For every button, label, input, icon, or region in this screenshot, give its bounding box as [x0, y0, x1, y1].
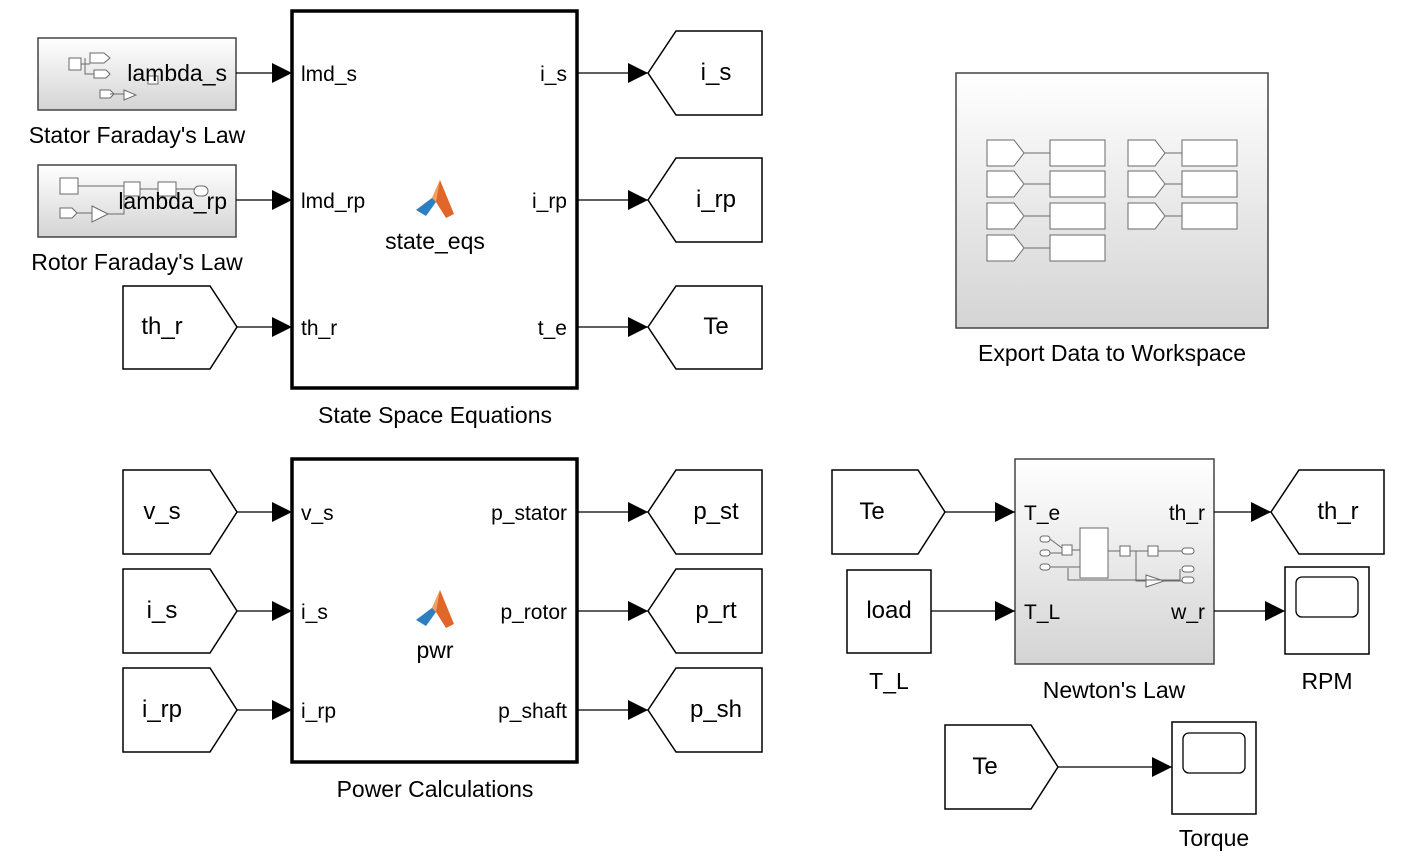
svg-text:load: load	[866, 597, 911, 624]
scope-icon	[1182, 732, 1246, 774]
svg-text:i_rp: i_rp	[696, 186, 736, 213]
export-preview-icon	[986, 139, 1238, 262]
state-space-equations-block[interactable]: lmd_s lmd_rp th_r i_s i_rp t_e state_eqs	[290, 9, 579, 390]
port-out-1: th_r	[1169, 502, 1205, 525]
svg-text:i_s: i_s	[701, 59, 732, 86]
stator-faraday-port-label: lambda_s	[127, 60, 227, 86]
port-out-2: i_rp	[532, 190, 567, 213]
torque-scope[interactable]	[1171, 721, 1257, 815]
rotor-faraday-subsystem[interactable]: lambda_rp	[37, 164, 237, 238]
stator-faraday-caption: Stator Faraday's Law	[29, 122, 246, 148]
svg-text:p_st: p_st	[693, 498, 739, 525]
subsystem-preview-icon	[1039, 527, 1195, 588]
goto-tag-i-rp[interactable]: i_rp	[647, 157, 763, 243]
svg-text:i_s: i_s	[147, 597, 178, 624]
load-constant-block[interactable]: load	[846, 569, 932, 654]
port-in-2: i_s	[301, 601, 328, 624]
svg-text:Te: Te	[972, 753, 997, 780]
subsystem-preview-icon	[68, 52, 159, 101]
port-out-2: p_rotor	[500, 601, 567, 624]
function-name: pwr	[416, 637, 453, 663]
from-tag-te-torque[interactable]: Te	[944, 724, 1059, 810]
port-out-3: p_shaft	[498, 700, 567, 723]
newton-caption: Newton's Law	[1043, 677, 1186, 703]
rpm-scope[interactable]	[1284, 566, 1370, 655]
rpm-caption: RPM	[1301, 668, 1352, 694]
load-caption: T_L	[869, 668, 909, 694]
goto-tag-th-r[interactable]: th_r	[1270, 469, 1385, 555]
goto-tag-p-rt[interactable]: p_rt	[647, 568, 763, 654]
port-out-3: t_e	[538, 317, 567, 340]
port-in-2: T_L	[1024, 601, 1060, 624]
state-space-caption: State Space Equations	[318, 402, 552, 428]
svg-text:th_r: th_r	[141, 313, 182, 340]
newtons-law-subsystem[interactable]: T_e T_L th_r w_r	[1014, 458, 1215, 665]
power-calculations-block[interactable]: v_s i_s i_rp p_stator p_rotor p_shaft pw…	[290, 457, 579, 764]
export-data-subsystem[interactable]	[955, 72, 1269, 329]
svg-text:p_rt: p_rt	[695, 597, 737, 624]
port-out-1: i_s	[540, 63, 567, 86]
port-in-1: lmd_s	[301, 63, 357, 86]
from-tag-i-rp[interactable]: i_rp	[122, 667, 238, 753]
signal-lines	[236, 63, 1285, 777]
port-in-1: T_e	[1024, 502, 1060, 525]
port-in-3: i_rp	[301, 700, 336, 723]
goto-tag-p-st[interactable]: p_st	[647, 469, 763, 555]
port-in-1: v_s	[301, 502, 334, 525]
function-name: state_eqs	[385, 228, 485, 254]
svg-text:i_rp: i_rp	[142, 696, 182, 723]
port-out-2: w_r	[1170, 601, 1205, 624]
svg-text:p_sh: p_sh	[690, 696, 742, 723]
svg-text:Te: Te	[703, 313, 728, 340]
svg-text:v_s: v_s	[143, 498, 180, 525]
port-out-1: p_stator	[491, 502, 567, 525]
goto-tag-te[interactable]: Te	[647, 285, 763, 370]
from-tag-te-newton[interactable]: Te	[831, 469, 946, 555]
from-tag-i-s[interactable]: i_s	[122, 568, 238, 654]
scope-icon	[1295, 576, 1359, 618]
rotor-faraday-port-label: lambda_rp	[118, 188, 227, 214]
subsystem-preview-icon	[59, 177, 209, 223]
rotor-faraday-caption: Rotor Faraday's Law	[31, 249, 243, 275]
stator-faraday-subsystem[interactable]: lambda_s	[37, 37, 237, 111]
export-caption: Export Data to Workspace	[978, 340, 1246, 366]
power-caption: Power Calculations	[337, 776, 534, 802]
goto-tag-p-sh[interactable]: p_sh	[647, 667, 763, 753]
goto-tag-i-s[interactable]: i_s	[647, 30, 763, 116]
svg-text:Te: Te	[859, 498, 884, 525]
port-in-2: lmd_rp	[301, 190, 365, 213]
torque-caption: Torque	[1179, 825, 1249, 851]
svg-text:th_r: th_r	[1317, 498, 1358, 525]
from-tag-v-s[interactable]: v_s	[122, 469, 238, 555]
port-in-3: th_r	[301, 317, 337, 340]
from-tag-th-r[interactable]: th_r	[122, 285, 238, 370]
